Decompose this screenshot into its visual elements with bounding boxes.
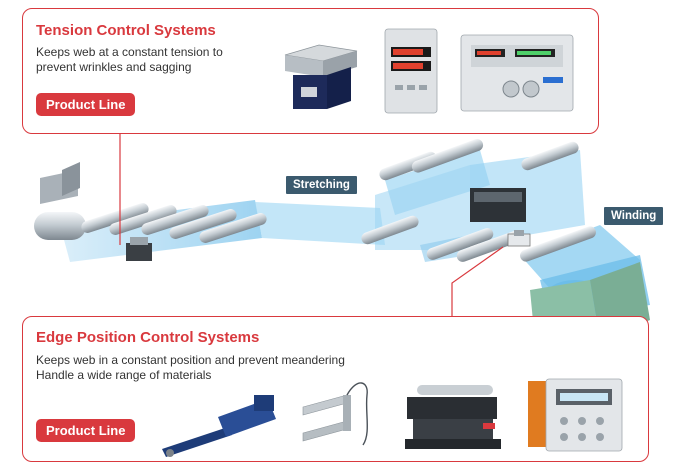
rollers: [81, 139, 596, 262]
edge-sensor-small: [507, 230, 531, 247]
tension-control-panel: Tension Control Systems Keeps web at a c…: [22, 8, 599, 134]
edge-actuator-product: [162, 395, 276, 457]
edge-description: Keeps web in a constant position and pre…: [36, 353, 345, 382]
tension-controller-product: [460, 34, 574, 112]
tension-description: Keeps web at a constant tension to preve…: [36, 45, 223, 74]
edge-title: Edge Position Control Systems: [36, 329, 260, 346]
tension-meter-product: [384, 28, 438, 114]
stretching-label: Stretching: [286, 176, 357, 194]
tension-sensor-small: [126, 237, 152, 261]
tension-sensor: [470, 188, 526, 222]
edge-product-line-button[interactable]: Product Line: [36, 419, 136, 442]
edge-position-control-panel: Edge Position Control Systems Keeps web …: [22, 316, 649, 462]
unwind-stand: [34, 162, 86, 240]
edge-guider-product: [405, 385, 501, 449]
edge-connector: [451, 246, 504, 316]
tension-product-line-button[interactable]: Product Line: [36, 93, 136, 116]
edge-sensor-product: [302, 382, 368, 446]
tension-detector-product: [284, 44, 358, 109]
tension-title: Tension Control Systems: [36, 22, 216, 39]
edge-controller-product: [528, 378, 623, 452]
winding-label: Winding: [604, 207, 664, 225]
